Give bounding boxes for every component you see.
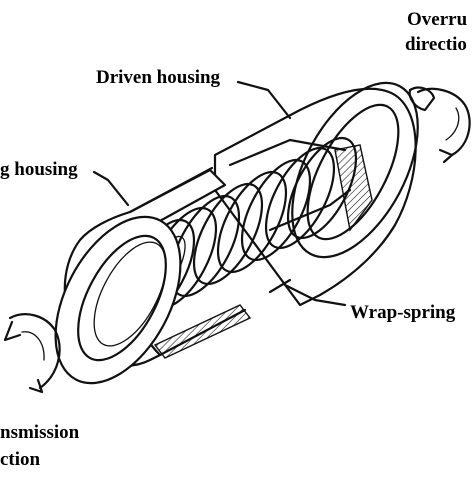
leader-wrap-spring <box>283 283 347 307</box>
driving-housing-label: g housing <box>0 159 78 180</box>
overrun-arrow-icon <box>408 86 471 164</box>
driving-housing <box>54 166 252 385</box>
overrun-direction-label-line2: directio <box>405 34 467 55</box>
leader-lines <box>92 80 347 307</box>
leader-driven-housing <box>236 80 292 120</box>
leader-driving-housing <box>92 170 130 207</box>
wrap-spring-label: Wrap-spring <box>350 302 456 323</box>
driven-housing-label: Driven housing <box>96 67 221 88</box>
transmission-direction-label-line2: ction <box>0 449 41 470</box>
transmission-direction-label-line1: nsmission <box>0 422 80 443</box>
overrun-direction-label-line1: Overru <box>407 9 468 30</box>
driven-housing <box>213 81 419 307</box>
transmission-arrow-icon <box>3 313 61 394</box>
